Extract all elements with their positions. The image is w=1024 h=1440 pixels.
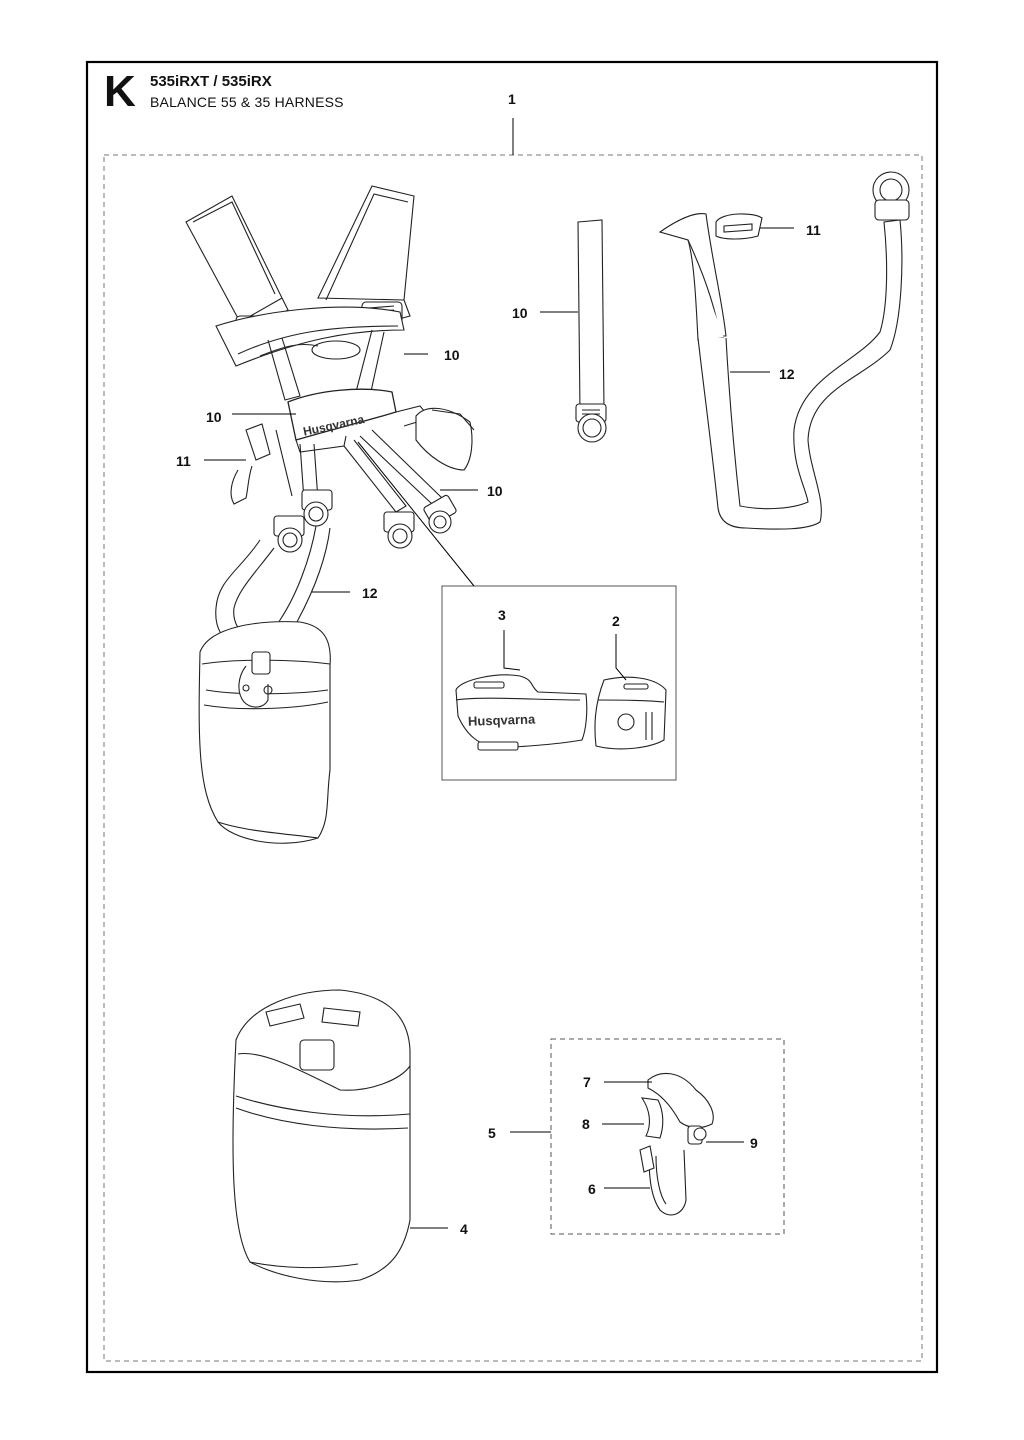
strap-loop-c (383, 511, 415, 549)
callout-5: 5 (488, 1125, 496, 1141)
callout-12-right: 12 (779, 366, 795, 382)
callout-7: 7 (583, 1074, 591, 1090)
callout-1: 1 (508, 91, 516, 107)
part-3-pad: Husqvarna (455, 674, 588, 751)
callout-10-upper: 10 (444, 347, 460, 363)
callout-8: 8 (582, 1116, 590, 1132)
callout-9: 9 (750, 1135, 758, 1151)
detail-box-pads (441, 585, 677, 781)
strap-loop-b (301, 489, 333, 527)
callout-12-left: 12 (362, 585, 378, 601)
harness-assembly: Husqvarna (185, 185, 475, 844)
leader-lines (204, 227, 794, 1229)
callout-10-center: 10 (206, 409, 222, 425)
part-2-pad (594, 676, 667, 750)
callout-10-strap: 10 (512, 305, 528, 321)
pad-brand-mark: Husqvarna (468, 711, 536, 728)
diagram-title: BALANCE 55 & 35 HARNESS (150, 94, 344, 110)
part-12-support-strap (658, 171, 910, 530)
callout-2: 2 (612, 613, 620, 629)
section-letter: K (104, 67, 136, 116)
callout-10-lower: 10 (487, 483, 503, 499)
callout-11-right: 11 (806, 222, 821, 238)
callout-3: 3 (498, 607, 506, 623)
callout-4: 4 (460, 1221, 468, 1237)
part-11-buckle (715, 213, 763, 240)
callout-11-left: 11 (176, 453, 191, 469)
strap-loop-d (423, 494, 457, 534)
model-name: 535iRXT / 535iRX (150, 73, 272, 90)
strap-loop-a (273, 515, 305, 553)
callout-6: 6 (588, 1181, 596, 1197)
detail-box-clip (550, 1038, 785, 1235)
part-4-hip-pad (232, 989, 411, 1283)
part-10-strap (575, 219, 607, 443)
page-frame (85, 60, 939, 1374)
part-5-clip (639, 1072, 714, 1216)
